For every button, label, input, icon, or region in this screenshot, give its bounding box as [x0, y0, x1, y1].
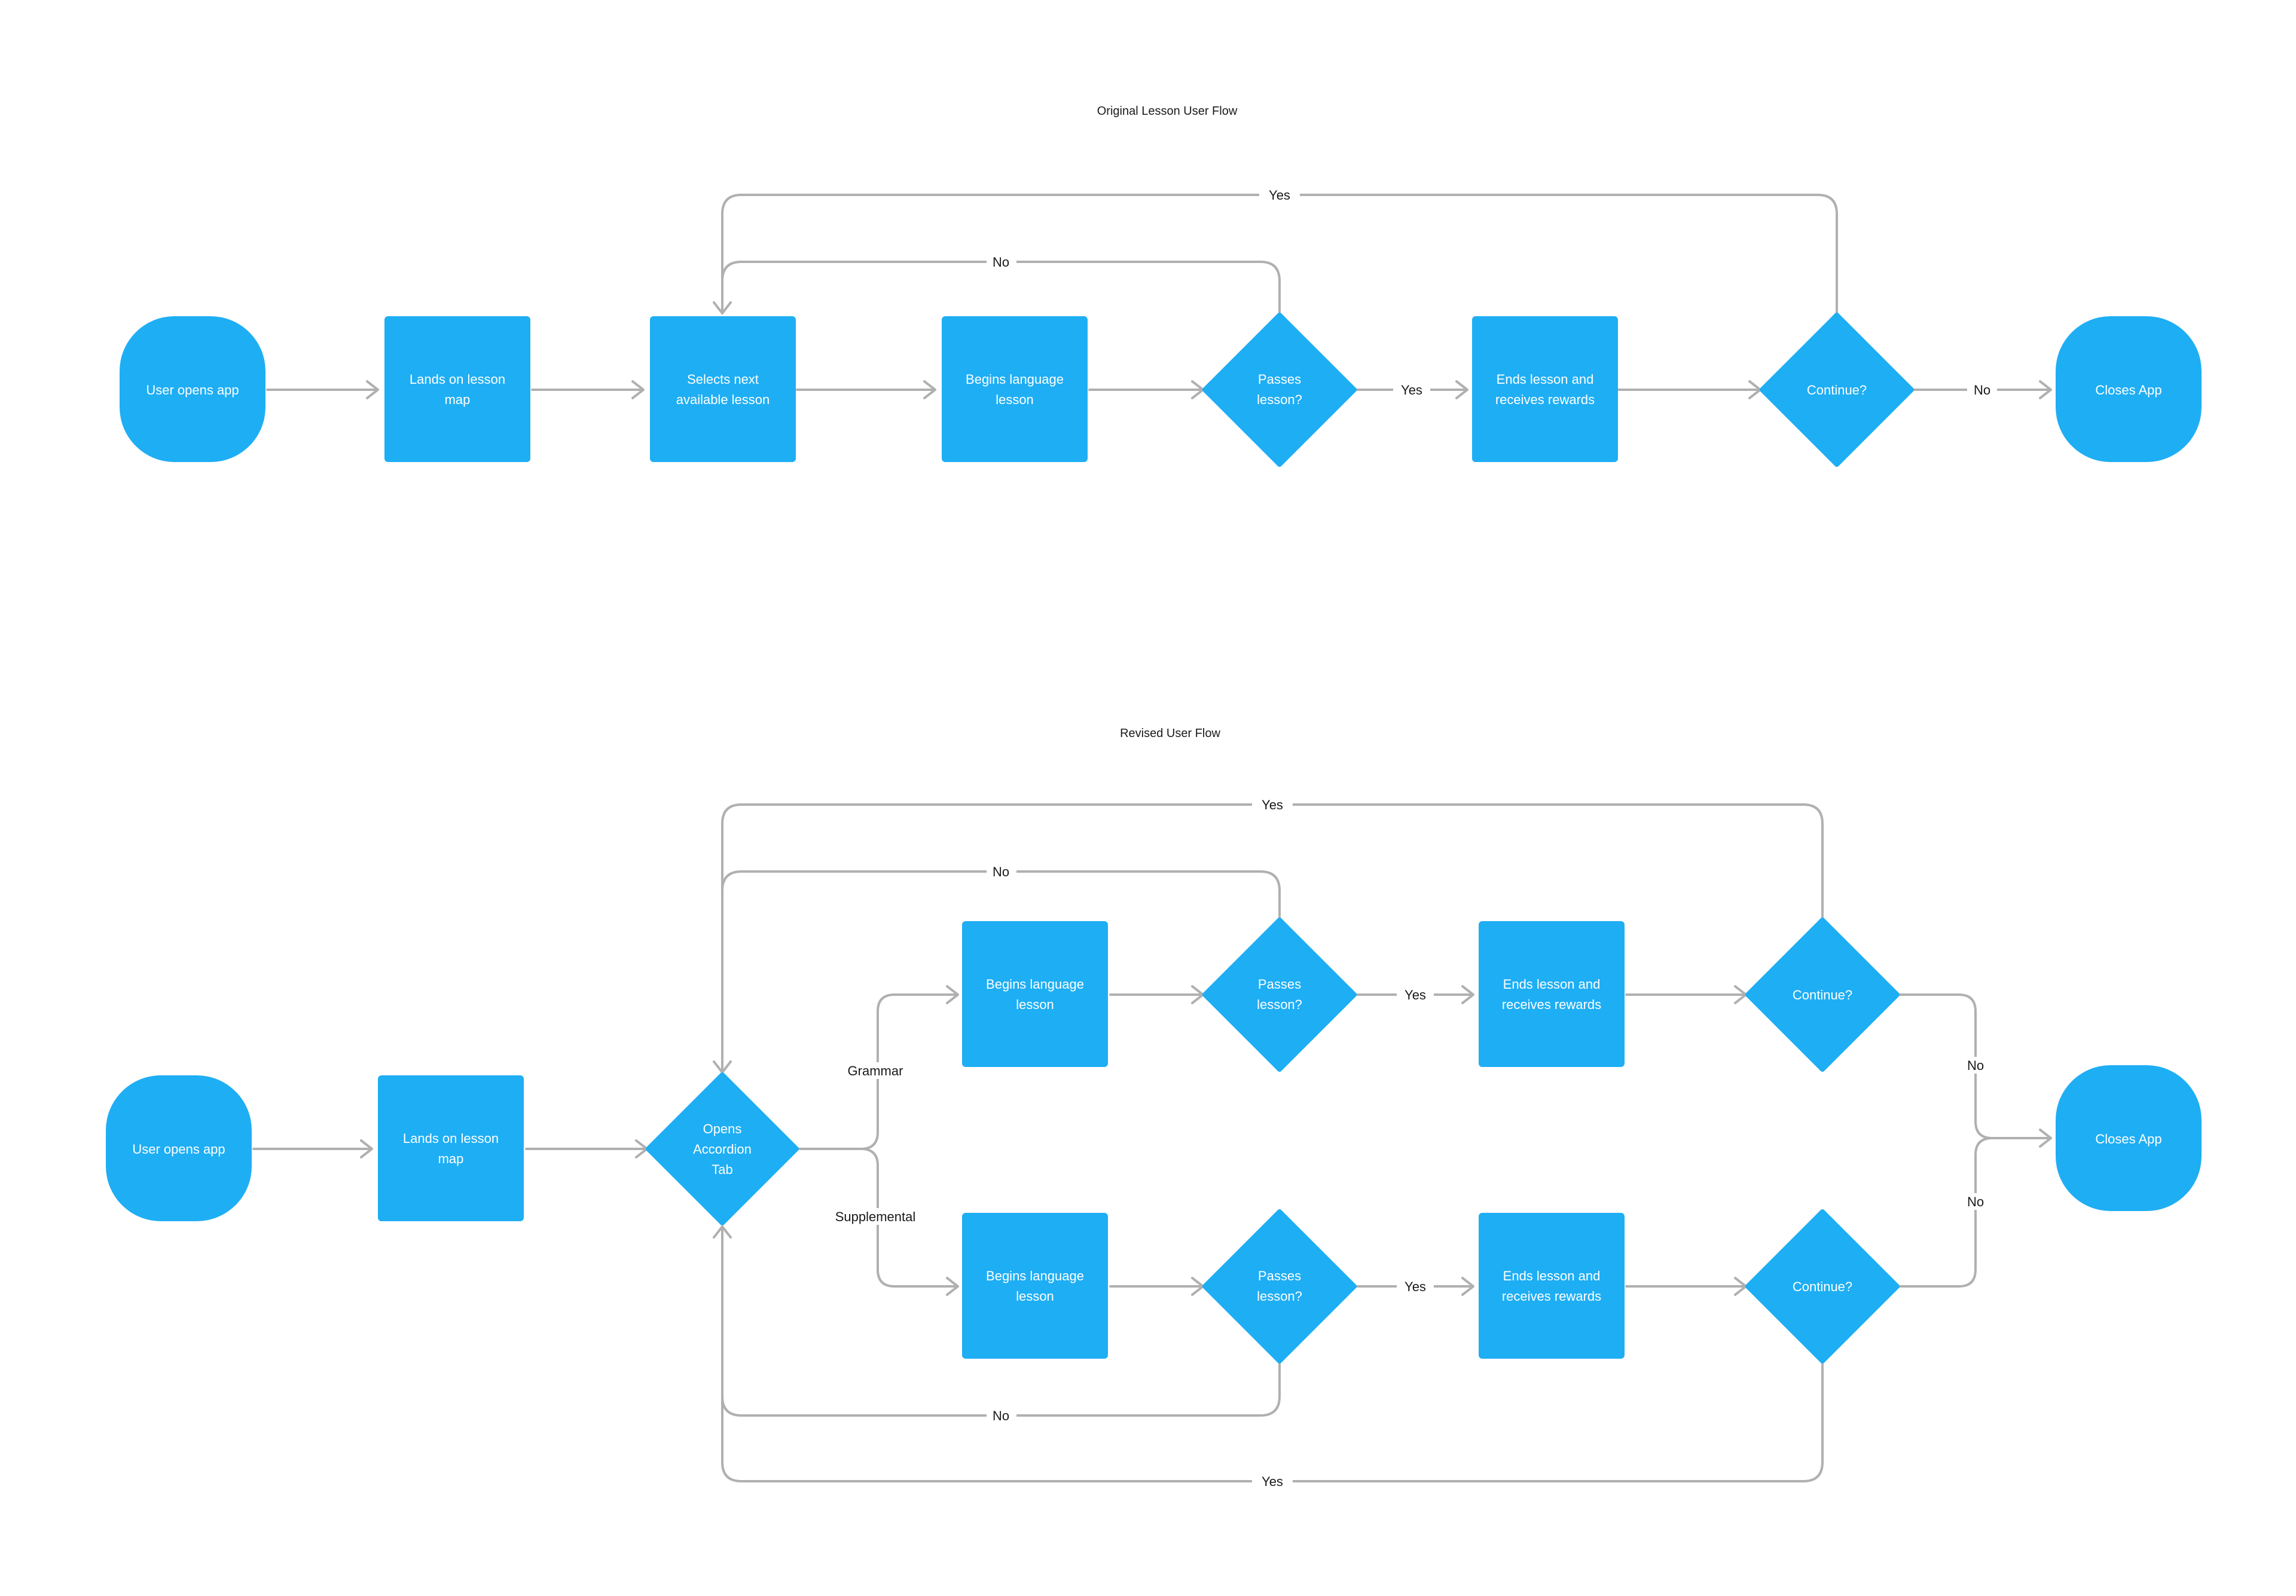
- svg-text:available lesson: available lesson: [676, 392, 770, 407]
- svg-text:Ends lesson and: Ends lesson and: [1497, 372, 1594, 387]
- node-ends-lesson-rewards-grammar: Ends lesson and receives rewards: [1479, 921, 1625, 1067]
- edge-label-yes: Yes: [1401, 383, 1422, 398]
- svg-text:Closes App: Closes App: [2095, 383, 2161, 398]
- arrowhead: [946, 985, 959, 1004]
- decision-opens-accordion-tab: Opens Accordion Tab: [646, 1072, 799, 1225]
- connector-yes-loop-top: [721, 803, 1824, 922]
- arrowhead: [1461, 1277, 1474, 1296]
- svg-text:Tab: Tab: [712, 1162, 732, 1177]
- edge-label-no: No: [1967, 1194, 1984, 1209]
- edge-label-no: No: [1967, 1058, 1984, 1073]
- svg-text:receives rewards: receives rewards: [1502, 997, 1601, 1012]
- svg-text:Passes: Passes: [1258, 977, 1301, 992]
- connector-continue-supp-to-close: [1897, 1137, 1993, 1288]
- arrowhead: [713, 1225, 732, 1239]
- edge-label-yes: Yes: [1262, 797, 1283, 812]
- edge-label-grammar: Grammar: [848, 1063, 903, 1078]
- svg-text:receives rewards: receives rewards: [1495, 392, 1595, 407]
- svg-text:User opens app: User opens app: [132, 1142, 225, 1157]
- node-user-opens-app: User opens app: [106, 1075, 252, 1221]
- arrowhead: [366, 380, 379, 399]
- decision-passes-lesson-supplemental: Passes lesson?: [1202, 1209, 1357, 1363]
- svg-text:Continue?: Continue?: [1793, 1279, 1852, 1294]
- svg-text:Closes App: Closes App: [2095, 1132, 2161, 1146]
- svg-text:Passes: Passes: [1258, 1268, 1301, 1283]
- svg-text:lesson?: lesson?: [1257, 392, 1302, 407]
- node-begins-language-lesson-supplemental: Begins language lesson: [962, 1213, 1108, 1359]
- arrowhead: [1461, 985, 1474, 1004]
- svg-text:Passes: Passes: [1258, 372, 1301, 387]
- node-closes-app: Closes App: [2056, 316, 2202, 462]
- decision-continue: Continue?: [1760, 313, 1914, 467]
- arrowhead: [360, 1139, 373, 1158]
- edge-label-no: No: [993, 864, 1009, 879]
- edge-label-no: No: [1974, 383, 1990, 398]
- svg-text:Continue?: Continue?: [1807, 383, 1867, 398]
- svg-text:Accordion: Accordion: [693, 1142, 752, 1157]
- node-begins-language-lesson-grammar: Begins language lesson: [962, 921, 1108, 1067]
- arrowhead: [923, 380, 936, 399]
- svg-text:Selects next: Selects next: [687, 372, 759, 387]
- svg-text:User opens app: User opens app: [146, 383, 239, 398]
- decision-passes-lesson: Passes lesson?: [1202, 313, 1357, 467]
- node-user-opens-app: User opens app: [120, 316, 265, 462]
- edge-label-no: No: [993, 255, 1009, 270]
- svg-text:Ends lesson and: Ends lesson and: [1503, 977, 1601, 992]
- arrowhead: [2039, 380, 2052, 399]
- svg-text:Begins language: Begins language: [966, 372, 1064, 387]
- svg-text:map: map: [445, 392, 471, 407]
- svg-text:Opens: Opens: [703, 1121, 742, 1136]
- edge-label-yes: Yes: [1405, 1279, 1426, 1294]
- svg-text:Lands on lesson: Lands on lesson: [410, 372, 505, 387]
- edge-label-yes: Yes: [1269, 188, 1290, 203]
- node-begins-language-lesson: Begins language lesson: [942, 316, 1088, 462]
- node-ends-lesson-rewards: Ends lesson and receives rewards: [1472, 316, 1618, 462]
- svg-text:Continue?: Continue?: [1793, 987, 1852, 1002]
- svg-text:lesson: lesson: [996, 392, 1034, 407]
- edge-label-yes: Yes: [1405, 987, 1426, 1002]
- node-lands-on-lesson-map: Lands on lesson map: [384, 316, 530, 462]
- arrowhead: [1455, 380, 1468, 399]
- original-flow: Original Lesson User Flow Yes No: [120, 105, 2202, 467]
- svg-text:lesson: lesson: [1016, 1289, 1054, 1304]
- node-ends-lesson-rewards-supplemental: Ends lesson and receives rewards: [1479, 1213, 1625, 1359]
- original-flow-title: Original Lesson User Flow: [1097, 105, 1238, 118]
- edge-label-supplemental: Supplemental: [835, 1209, 916, 1224]
- revised-flow-title: Revised User Flow: [1120, 727, 1220, 740]
- connector-yes-loop-bottom: [721, 1359, 1824, 1482]
- arrowhead: [2039, 1129, 2052, 1148]
- decision-continue-supplemental: Continue?: [1745, 1209, 1900, 1363]
- svg-text:map: map: [438, 1151, 464, 1166]
- node-selects-next-lesson: Selects next available lesson: [650, 316, 796, 462]
- svg-text:Lands on lesson: Lands on lesson: [403, 1131, 499, 1146]
- svg-text:Begins language: Begins language: [986, 1268, 1084, 1283]
- svg-text:lesson: lesson: [1016, 997, 1054, 1012]
- svg-text:Begins language: Begins language: [986, 977, 1084, 992]
- arrowhead: [713, 301, 732, 314]
- svg-text:receives rewards: receives rewards: [1502, 1289, 1601, 1304]
- decision-passes-lesson-grammar: Passes lesson?: [1202, 918, 1357, 1072]
- revised-flow: Revised User Flow: [106, 727, 2202, 1490]
- connector-supplemental-branch: [860, 1148, 958, 1288]
- node-lands-on-lesson-map: Lands on lesson map: [378, 1075, 524, 1221]
- svg-text:lesson?: lesson?: [1257, 997, 1302, 1012]
- svg-text:Ends lesson and: Ends lesson and: [1503, 1268, 1601, 1283]
- edge-label-yes: Yes: [1262, 1474, 1283, 1489]
- arrowhead: [946, 1277, 959, 1296]
- decision-continue-grammar: Continue?: [1745, 918, 1900, 1072]
- svg-text:lesson?: lesson?: [1257, 1289, 1302, 1304]
- arrowhead: [631, 380, 645, 399]
- edge-label-no: No: [993, 1408, 1009, 1423]
- node-closes-app: Closes App: [2056, 1065, 2202, 1211]
